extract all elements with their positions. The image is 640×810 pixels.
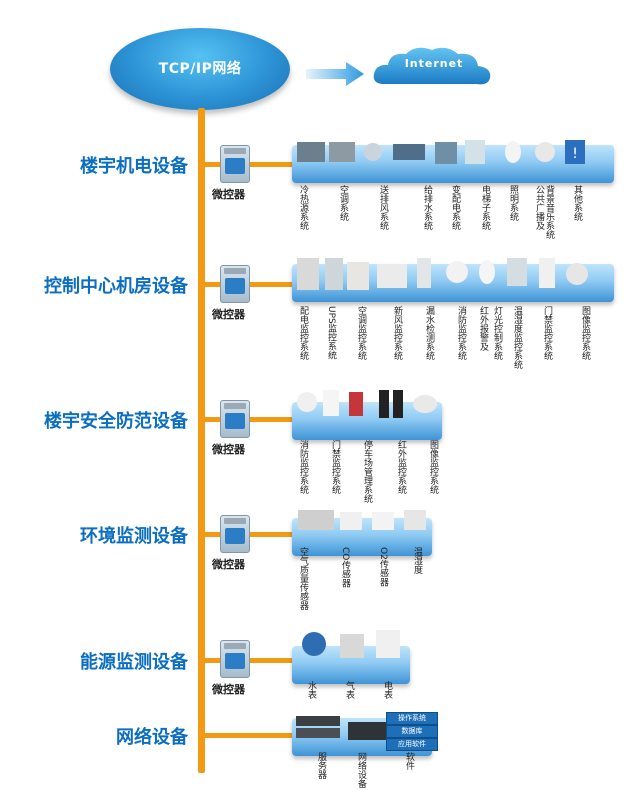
connector-line [205, 282, 220, 287]
category-label: 控制中心机房设备 [44, 276, 188, 297]
category-label: 楼宇安全防范设备 [44, 411, 188, 432]
subsystem-label: 新风监控系统 [392, 306, 402, 360]
network-bus-line [198, 108, 205, 773]
subsystem-label: 消防监控系统 [456, 306, 466, 360]
controller-icon [220, 400, 250, 438]
controller-icon [220, 640, 250, 678]
building-devices-icon: ! [297, 140, 585, 164]
subsystem-label: 图像监控系统 [580, 306, 590, 360]
subsystem-label: 红外报警及 [478, 306, 488, 351]
subsystem-label: 温湿度 [412, 547, 422, 574]
network-hardware-icon [296, 716, 388, 740]
subsystem-label: UPS监控系统 [326, 306, 336, 360]
control-room-devices-icon [297, 258, 588, 290]
controller-label: 微控器 [212, 188, 245, 201]
subsystem-label: 水表 [306, 681, 316, 699]
software-box: 数据库 [386, 725, 438, 738]
subsystem-label: 温湿度监控系统 [512, 306, 522, 369]
hub-label: TCP/IP网络 [158, 61, 242, 77]
category-label: 能源监测设备 [80, 652, 188, 673]
subsystem-label: 电表 [382, 681, 392, 699]
controller-label: 微控器 [212, 558, 245, 571]
subsystem-label: 红外监控系统 [396, 440, 406, 494]
software-box: 应用软件 [386, 738, 438, 751]
connector-line [205, 733, 292, 738]
tcpip-network-hub: TCP/IP网络 [110, 28, 290, 110]
controller-icon [220, 145, 250, 183]
svg-text:!: ! [572, 146, 578, 162]
connector-line [250, 282, 292, 287]
connector-line [250, 658, 292, 663]
connector-line [205, 532, 220, 537]
subsystem-label: 空气质量传感器 [298, 547, 308, 610]
software-box: 操作系统 [386, 712, 438, 725]
subsystem-label: 给排水系统 [422, 185, 432, 230]
subsystem-label: 图像监控系统 [428, 440, 438, 494]
controller-icon [220, 265, 250, 303]
controller-label: 微控器 [212, 308, 245, 321]
subsystem-label: 气表 [344, 681, 354, 699]
connector-line [205, 162, 220, 167]
meters-icon [302, 630, 400, 658]
subsystem-label: 背景音乐系统公共广播及 [534, 185, 554, 239]
connector-line [250, 162, 292, 167]
controller-label: 微控器 [212, 683, 245, 696]
subsystem-label: CO传感器 [340, 547, 350, 588]
subsystem-label: 其他系统 [572, 185, 582, 221]
subsystem-label: 照明系统 [508, 185, 518, 221]
internet-cloud-icon [373, 47, 491, 85]
controller-icon [220, 515, 250, 553]
subsystem-label: 门禁监控系统 [330, 440, 340, 494]
subsystem-label: 空调监控系统 [356, 306, 366, 360]
connector-line [205, 658, 220, 663]
subsystem-label: 服务器 [316, 752, 326, 779]
subsystem-label: 停车场管理系统 [362, 440, 372, 503]
connector-line [250, 417, 292, 422]
connector-line [250, 532, 292, 537]
connector-line [205, 417, 220, 422]
subsystem-label: 网络设备 [356, 752, 366, 788]
subsystem-label: 灯光控制系统 [492, 306, 502, 360]
subsystem-label: 空调系统 [338, 185, 348, 221]
controller-label: 微控器 [212, 443, 245, 456]
category-label: 网络设备 [116, 727, 188, 748]
subsystem-label: 门禁监控系统 [542, 306, 552, 360]
environment-sensors-icon [298, 510, 426, 530]
subsystem-label: 电梯子系统 [480, 185, 490, 230]
security-devices-icon [297, 390, 437, 418]
subsystem-label: 送排风系统 [378, 185, 388, 230]
subsystem-label: 软件 [404, 752, 414, 770]
arrow-icon [306, 62, 364, 86]
subsystem-label: 变配电系统 [450, 185, 460, 230]
internet-label: Internet [404, 57, 464, 70]
category-label: 楼宇机电设备 [80, 156, 188, 177]
subsystem-label: 消防监控系统 [298, 440, 308, 494]
subsystem-label: 漏水检测系统 [424, 306, 434, 360]
subsystem-label: 配电监控系统 [298, 306, 308, 360]
subsystem-label: 冷热源系统 [298, 185, 308, 230]
subsystem-label: O2传感器 [378, 547, 388, 587]
category-label: 环境监测设备 [80, 526, 188, 547]
